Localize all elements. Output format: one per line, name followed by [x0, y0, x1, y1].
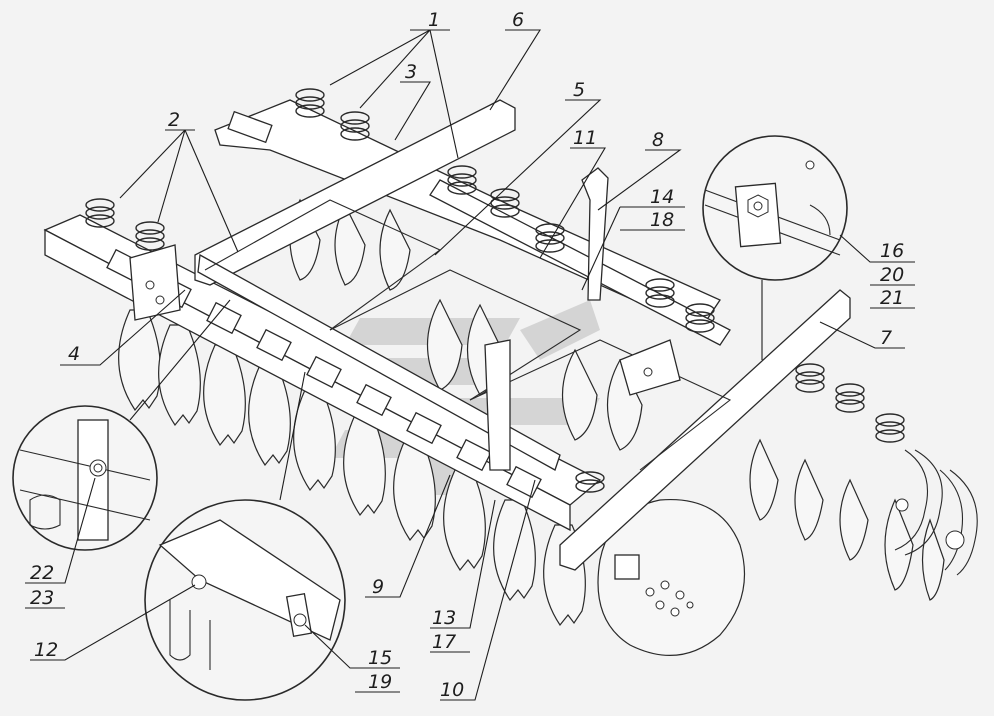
callout-18: 18 [650, 209, 674, 231]
front-springs [85, 198, 905, 493]
callout-7: 7 [880, 327, 892, 349]
callout-20: 20 [880, 264, 904, 286]
callout-8: 8 [652, 129, 664, 151]
right-disc-gang [749, 438, 945, 601]
rear-springs [295, 88, 715, 333]
callout-5: 5 [573, 79, 585, 101]
callout-4: 4 [68, 343, 80, 365]
callout-10: 10 [440, 679, 464, 701]
callout-3: 3 [405, 61, 417, 83]
callout-21: 21 [880, 287, 904, 309]
callout-1: 1 [428, 9, 440, 31]
front-disc-gang [118, 309, 586, 627]
trailing-tines [894, 449, 978, 576]
callout-17: 17 [432, 631, 456, 653]
callout-9: 9 [372, 576, 384, 598]
callout-16: 16 [880, 240, 904, 262]
callout-labels: 1 2 3 4 5 6 7 8 9 10 11 12 13 14 15 16 1… [30, 9, 904, 701]
detail-circle-12-15-19 [144, 499, 346, 701]
detail-circle-22-23 [12, 405, 158, 551]
callout-19: 19 [368, 671, 392, 693]
large-end-disc [597, 498, 746, 656]
side-plates [129, 244, 681, 396]
callout-15: 15 [368, 647, 392, 669]
callout-23: 23 [30, 587, 54, 609]
callout-13: 13 [432, 607, 456, 629]
leader-lines [25, 29, 915, 701]
main-frame [194, 99, 851, 580]
callout-11: 11 [573, 127, 597, 149]
callout-22: 22 [30, 562, 54, 584]
callout-12: 12 [34, 639, 58, 661]
callout-2: 2 [168, 109, 180, 131]
detail-circle-16-20-21 [702, 135, 848, 281]
callout-6: 6 [512, 9, 524, 31]
callout-14: 14 [650, 186, 674, 208]
